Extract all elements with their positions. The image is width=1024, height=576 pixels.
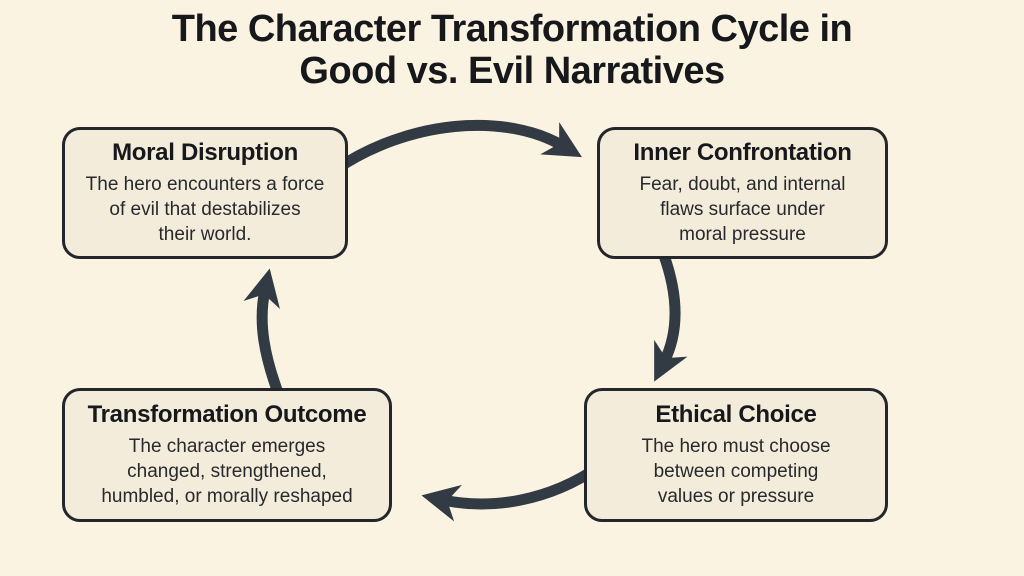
body-line: flaws surface under: [660, 199, 825, 220]
node-ethical-choice-body: The hero must choose between competing v…: [641, 434, 830, 509]
node-transformation-outcome-body: The character emerges changed, strengthe…: [101, 434, 352, 509]
body-line: The character emerges: [128, 436, 326, 457]
node-moral-disruption: Moral Disruption The hero encounters a f…: [62, 127, 348, 259]
page-title-line-2: Good vs. Evil Narratives: [299, 50, 725, 92]
arrow-ethical-to-transformation-icon: [421, 460, 606, 522]
node-inner-confrontation: Inner Confrontation Fear, doubt, and int…: [597, 127, 888, 259]
body-line: of evil that destabilizes: [109, 199, 301, 220]
node-inner-confrontation-title: Inner Confrontation: [633, 139, 852, 166]
body-line: values or pressure: [657, 486, 815, 507]
node-transformation-outcome: Transformation Outcome The character eme…: [62, 388, 392, 522]
node-inner-confrontation-body: Fear, doubt, and internal flaws surface …: [640, 172, 846, 247]
body-line: changed, strengthened,: [127, 461, 327, 482]
body-line: The hero encounters a force: [85, 174, 325, 195]
node-transformation-outcome-title: Transformation Outcome: [87, 401, 367, 428]
page-title: The Character Transformation Cycle in Go…: [0, 8, 1024, 92]
body-line: humbled, or morally reshaped: [101, 486, 353, 507]
body-line: Fear, doubt, and internal: [639, 174, 846, 195]
node-ethical-choice: Ethical Choice The hero must choose betw…: [584, 388, 888, 522]
body-line: The hero must choose: [641, 436, 831, 457]
body-line: between competing: [653, 461, 819, 482]
node-moral-disruption-title: Moral Disruption: [112, 139, 298, 166]
page-title-line-1: The Character Transformation Cycle in: [171, 8, 853, 50]
arrow-moral-to-inner-icon: [329, 119, 582, 176]
body-line: their world.: [158, 224, 252, 245]
arrow-inner-to-ethical-icon: [654, 244, 688, 382]
arrow-transformation-to-moral-icon: [243, 268, 286, 404]
node-moral-disruption-body: The hero encounters a force of evil that…: [86, 172, 325, 247]
body-line: moral pressure: [679, 224, 806, 245]
node-ethical-choice-title: Ethical Choice: [655, 401, 817, 428]
